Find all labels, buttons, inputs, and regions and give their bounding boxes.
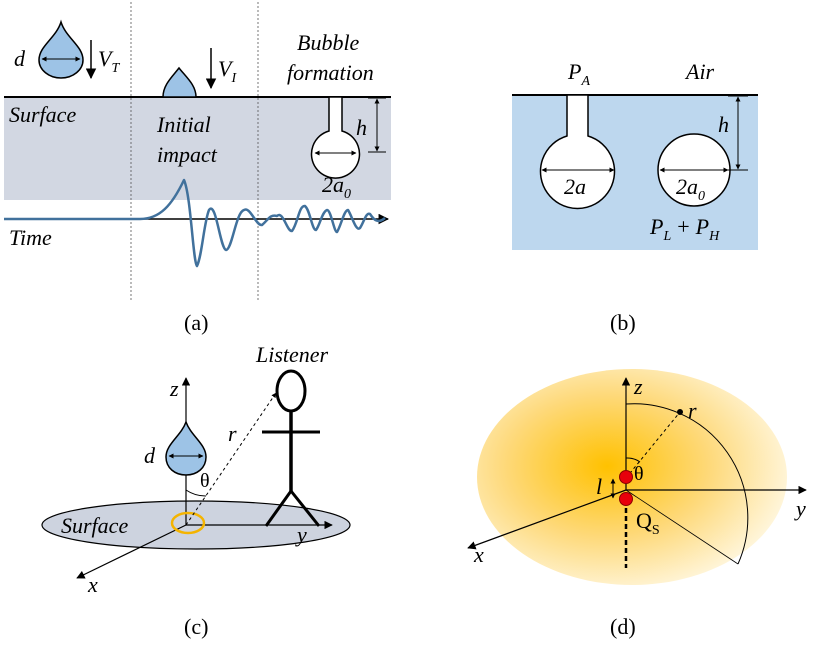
surface-label: Surface (9, 102, 76, 127)
x-axis-label: x (473, 542, 484, 567)
initial-impact-label-1: Initial (156, 112, 211, 137)
x-axis (467, 489, 627, 550)
air-label: Air (684, 59, 715, 84)
x-axis-label: x (87, 572, 98, 597)
listener-figure (262, 369, 321, 527)
terminal-velocity-label: VT (98, 46, 120, 76)
falling-drop (165, 419, 207, 476)
z-axis-label: z (169, 376, 179, 401)
impact-ring (170, 511, 206, 535)
bubble-diameter-label: 2a (564, 174, 586, 199)
bubble-formation-label-1: Bubble (297, 30, 360, 55)
detached-bubble-diameter-label: 2a0 (676, 174, 705, 204)
surface-label: Surface (61, 513, 128, 538)
panel-a: d VT VI Bubble formation Surface Initial… (4, 2, 391, 335)
caption-c: (c) (184, 614, 208, 639)
y-axis-label: y (794, 496, 806, 521)
listener-left-leg (264, 490, 293, 527)
y-axis-label: y (295, 522, 307, 547)
bubble-with-neck (539, 94, 616, 210)
drop-diameter-label: d (14, 46, 26, 71)
panel-d: z y x r θ l QS (d) (467, 369, 807, 639)
impact-drop (162, 66, 197, 98)
distance-label: r (228, 421, 237, 446)
radius-line (625, 411, 681, 479)
source-upper (619, 470, 633, 484)
bubble-formation-label-2: formation (287, 60, 374, 85)
source-lower (619, 492, 633, 506)
listener-label: Listener (255, 342, 329, 367)
separation-label: l (596, 474, 602, 499)
x-axis (76, 524, 187, 579)
depth-label: h (718, 112, 729, 137)
listener-right-leg (289, 490, 321, 527)
drop-diameter-label: d (144, 443, 156, 468)
caption-a: (a) (184, 310, 208, 335)
caption-d: (d) (610, 614, 636, 639)
depth-label: h (356, 115, 367, 140)
radius-arc (625, 403, 749, 565)
radius-point (677, 409, 683, 415)
sound-waveform (4, 178, 386, 268)
forming-bubble (310, 96, 361, 179)
listener-head (275, 369, 307, 413)
z-axis-label: z (633, 374, 643, 399)
air-pressure-label: PA (567, 59, 590, 89)
caption-b: (b) (610, 310, 636, 335)
distance-line (185, 392, 277, 526)
panel-c: Surface z y x d r θ Listener (c) (41, 342, 351, 639)
time-label: Time (9, 225, 52, 250)
radius-label: r (688, 398, 697, 423)
diagonal-line (625, 489, 739, 565)
falling-drop (38, 19, 84, 79)
panel-b: PA Air 2a 2a0 h PL+PH (b) (512, 59, 758, 335)
bubble-diameter-label: 2a0 (322, 172, 351, 202)
liquid-pressure-label: PL+PH (649, 214, 720, 244)
angle-label: θ (634, 463, 644, 485)
impact-velocity-label: VI (218, 56, 237, 86)
angle-arc (185, 489, 207, 497)
angle-label: θ (200, 470, 210, 492)
angle-arc (625, 457, 641, 463)
source-label: QS (636, 508, 660, 538)
initial-impact-label-2: impact (157, 142, 218, 167)
